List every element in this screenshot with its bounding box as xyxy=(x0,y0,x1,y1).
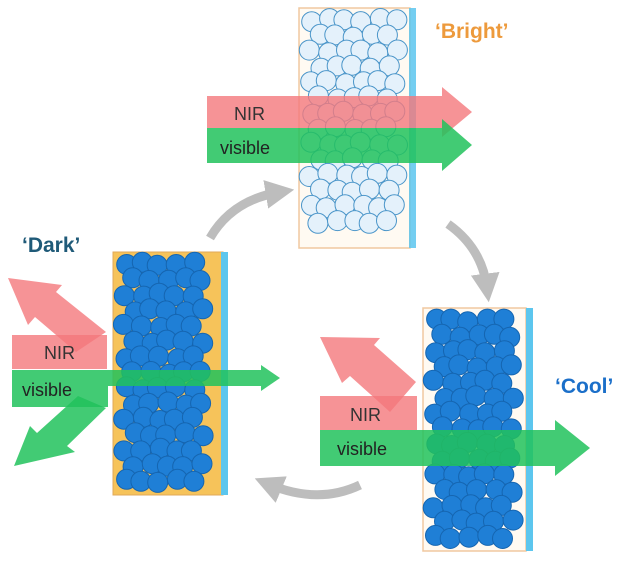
sphere xyxy=(358,212,380,234)
dark-nir-reflected-arrow xyxy=(8,278,106,352)
sphere xyxy=(191,453,213,475)
sphere xyxy=(500,354,522,376)
cool-visible-arrow xyxy=(320,420,590,476)
sphere xyxy=(386,9,408,31)
dark-visible-label: visible xyxy=(22,380,72,400)
sphere xyxy=(465,385,487,407)
cycle-arrow-cool-to-dark xyxy=(254,476,362,503)
bright-state: NIR visible ‘Bright’ xyxy=(207,7,509,249)
sphere xyxy=(439,528,461,549)
cool-nir-reflected-arrow xyxy=(320,337,416,412)
dark-state: NIR visible ‘Dark’ xyxy=(8,234,280,496)
sphere xyxy=(192,425,214,447)
dark-nir-label: NIR xyxy=(44,343,75,363)
sphere xyxy=(376,24,398,46)
bright-visible-label: visible xyxy=(220,138,270,158)
cycle-arrow-dark-to-bright xyxy=(206,180,295,241)
sphere xyxy=(147,471,169,493)
cool-visible-label: visible xyxy=(337,439,387,459)
sphere xyxy=(502,509,524,531)
sphere xyxy=(491,400,513,422)
bright-nir-label: NIR xyxy=(234,104,265,124)
cool-state: NIR visible ‘Cool’ xyxy=(320,307,613,552)
bright-nir-arrow xyxy=(207,87,472,137)
sphere xyxy=(458,526,480,548)
cycle-arrow-bright-to-cool xyxy=(445,220,500,303)
sphere xyxy=(376,210,397,232)
cool-nir-arrow xyxy=(320,396,417,430)
sphere xyxy=(307,212,329,234)
dark-visible-reflected-arrow xyxy=(14,396,106,466)
sphere xyxy=(492,528,513,549)
cool-substrate xyxy=(526,308,533,551)
cool-nir-label: NIR xyxy=(350,405,381,425)
bright-title: ‘Bright’ xyxy=(435,20,509,43)
sphere xyxy=(298,39,320,61)
sphere xyxy=(174,422,196,444)
bright-visible-arrow xyxy=(207,119,472,171)
sphere xyxy=(183,470,205,492)
sphere xyxy=(341,54,363,76)
sphere xyxy=(192,298,214,320)
cool-sphere-array xyxy=(422,308,524,549)
cool-title: ‘Cool’ xyxy=(555,375,613,398)
dark-title: ‘Dark’ xyxy=(22,234,80,257)
cycle-arrows xyxy=(206,180,500,503)
dark-visible-arrow xyxy=(12,365,280,407)
dark-nir-arrow xyxy=(12,335,107,369)
sphere xyxy=(448,354,470,376)
sphere xyxy=(431,323,453,345)
sphere xyxy=(422,369,444,391)
